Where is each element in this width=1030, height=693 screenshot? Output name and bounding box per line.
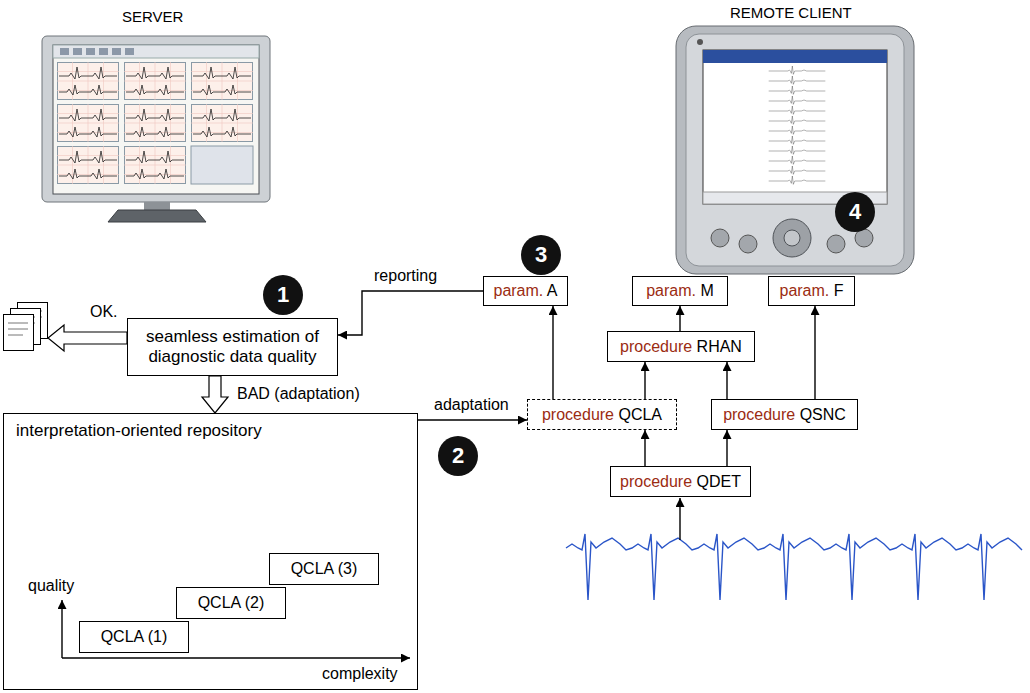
node-text: QCLA (2) — [198, 593, 265, 612]
procedure-box: procedure QCLA — [527, 399, 677, 430]
node-text: procedure QCLA — [542, 405, 662, 424]
name-text: QSNC — [795, 406, 846, 423]
callout-circle: 3 — [521, 235, 561, 275]
node-text: QCLA (3) — [291, 559, 358, 578]
node-text: procedure QDET — [620, 472, 741, 491]
callout-number: 4 — [849, 199, 861, 225]
node-text: param. F — [779, 281, 843, 300]
connector-arrow — [644, 430, 645, 466]
parameter-box: param. F — [768, 276, 855, 306]
keyword-text: procedure — [542, 406, 614, 423]
node-text: QCLA (1) — [101, 627, 168, 646]
ecg-panel — [57, 104, 119, 142]
procedure-box: procedure QDET — [610, 466, 751, 497]
parameter-box: param. A — [483, 276, 568, 306]
document-stack: OK. — [3, 302, 48, 352]
connector-arrow — [726, 430, 727, 466]
section-label: REMOTE CLIENT — [730, 4, 852, 22]
ecg-panel — [57, 146, 119, 184]
name-text: M — [696, 282, 714, 299]
section-title: interpretation-oriented repository — [16, 421, 405, 441]
repository-box: interpretation-oriented repositoryQCLA (… — [3, 413, 418, 690]
keyword-text: procedure — [620, 473, 692, 490]
keyword-text: procedure — [723, 406, 795, 423]
process-box: seamless estimation of diagnostic data q… — [127, 318, 338, 376]
algorithm-box: QCLA (3) — [269, 553, 379, 585]
callout-circle: 1 — [263, 275, 303, 315]
server-monitor — [42, 36, 270, 222]
node-text: procedure QSNC — [723, 405, 846, 424]
callout-circle: 2 — [438, 436, 478, 476]
parameter-box: param. M — [632, 276, 728, 306]
callout-number: 2 — [452, 443, 464, 469]
ecg-panel — [124, 104, 186, 142]
axis-label: complexity — [322, 664, 398, 683]
node-text: procedure RHAN — [620, 337, 742, 356]
procedure-box: procedure QSNC — [711, 399, 858, 430]
algorithm-box: QCLA (2) — [176, 587, 286, 619]
callout-circle: 4 — [835, 192, 875, 232]
connector-arrow — [338, 291, 483, 335]
node-text: seamless estimation of diagnostic data q… — [136, 327, 329, 368]
connector-arrow — [679, 306, 680, 331]
block-arrow — [202, 376, 228, 413]
section-label: SERVER — [122, 8, 183, 26]
ecg-trace — [566, 534, 1022, 600]
connector-arrow — [418, 419, 527, 420]
edge-label: reporting — [372, 266, 439, 285]
ecg-panel — [57, 62, 119, 100]
keyword-text: procedure — [620, 338, 692, 355]
callout-number: 1 — [277, 282, 289, 308]
connector-arrow — [726, 362, 727, 399]
connector-arrow — [814, 306, 815, 399]
ecg-panel — [124, 62, 186, 100]
procedure-box: procedure RHAN — [607, 331, 755, 362]
name-text: F — [829, 282, 843, 299]
node-text: OK. — [90, 302, 118, 321]
keyword-text: param. — [646, 282, 696, 299]
connector-arrow — [552, 306, 553, 399]
keyword-text: param. — [493, 282, 543, 299]
callout-number: 3 — [535, 242, 547, 268]
ecg-panel — [191, 104, 253, 142]
axis-label: quality — [28, 576, 74, 595]
connector-arrow — [644, 362, 645, 399]
edge-label: BAD (adaptation) — [235, 384, 362, 403]
keyword-text: param. — [779, 282, 829, 299]
signal-input-arrow — [679, 498, 680, 540]
document-stack-outline — [3, 302, 48, 352]
name-text: A — [543, 282, 557, 299]
name-text: QDET — [692, 473, 741, 490]
edge-label: adaptation — [432, 395, 511, 414]
block-arrow — [48, 325, 127, 351]
node-text: param. A — [493, 281, 557, 300]
ecg-panel — [191, 62, 253, 100]
name-text: RHAN — [692, 338, 742, 355]
algorithm-box: QCLA (1) — [79, 621, 189, 653]
pda-device — [676, 26, 914, 274]
ecg-signal — [566, 534, 1022, 600]
ecg-panel — [124, 146, 186, 184]
name-text: QCLA — [614, 406, 662, 423]
node-text: param. M — [646, 281, 714, 300]
